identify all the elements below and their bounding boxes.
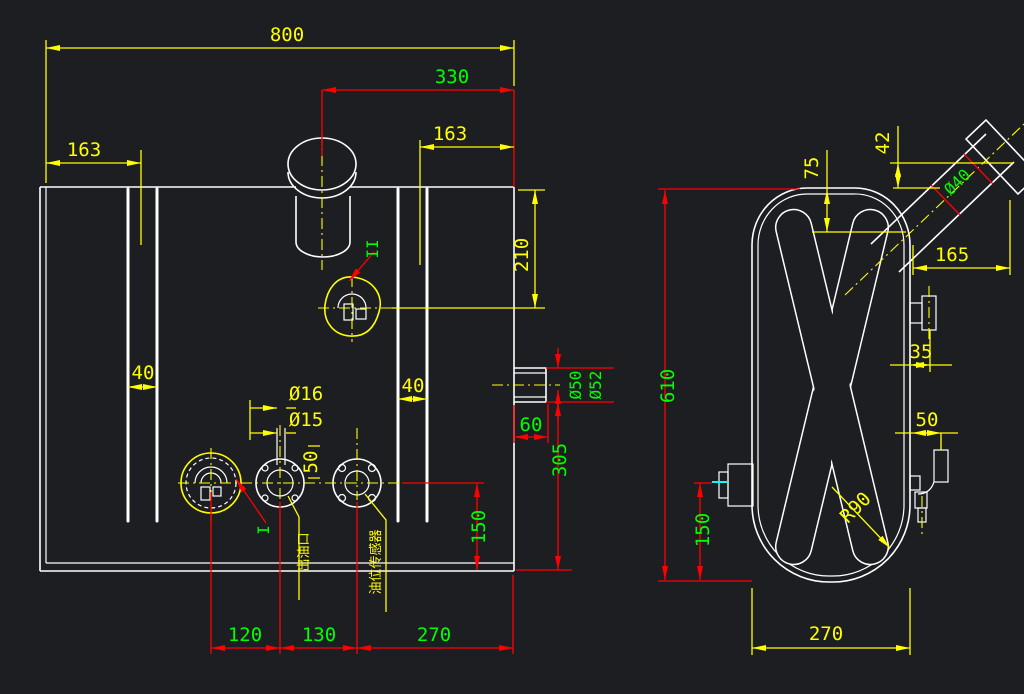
breather-valve — [318, 276, 392, 342]
dim-dia16-label: Ø16 — [289, 383, 323, 405]
dim-outlet: Ø52 Ø50 60 — [513, 348, 614, 443]
dim-rib-offset: 75 — [801, 150, 906, 233]
sender-callout: 油位传感器 — [364, 493, 387, 612]
port-flange-2 — [332, 428, 382, 508]
dim-60-label: 60 — [520, 414, 543, 436]
x-rib — [774, 208, 890, 566]
weld-mark-2: II — [348, 239, 382, 282]
tank-outline — [39, 186, 515, 572]
dim-35-label: 35 — [910, 341, 933, 363]
dim-right-strap-offset: 163 — [419, 123, 514, 265]
dim-filler-depth: 210 — [392, 189, 545, 309]
dim-75-label: 75 — [801, 157, 823, 180]
dim-150S-label: 150 — [692, 513, 714, 547]
dim-163L-label: 163 — [67, 139, 101, 161]
dim-return-offset: 50 — [895, 409, 958, 450]
dim-50-label: 50 — [300, 451, 322, 474]
dim-overall-width: 800 — [45, 24, 515, 183]
suction-port-label: 出油口 — [297, 532, 312, 571]
dim-outlet-height: 305 — [516, 390, 572, 571]
weld-1-label: I — [254, 525, 273, 535]
dim-dia40-label: Ø40 — [940, 165, 974, 199]
outlet-stub — [492, 367, 560, 403]
dim-40R-label: 40 — [402, 375, 425, 397]
dim-ports-height: 150 — [402, 482, 490, 570]
breather-fitting — [909, 286, 937, 342]
dim-610-label: 610 — [657, 369, 679, 403]
dim-165-label: 165 — [935, 244, 969, 266]
weld-mark-1: I — [235, 478, 273, 535]
dim-210-label: 210 — [511, 238, 533, 272]
dim-filler-axis: 42 — [872, 126, 1013, 189]
dim-left-strap-offset: 163 — [46, 139, 142, 245]
dim-dia52-label: Ø52 — [586, 371, 605, 400]
dim-150F-label: 150 — [468, 510, 490, 544]
drain-fitting — [712, 463, 754, 507]
dim-305-label: 305 — [549, 443, 571, 477]
dim-overall-height: 610 — [657, 188, 800, 582]
sender-label: 油位传感器 — [368, 529, 384, 594]
dim-strap-widths: 40 40 — [128, 362, 427, 402]
side-filler-pipe — [844, 118, 1024, 296]
dim-42-label: 42 — [872, 132, 894, 155]
dim-270F-label: 270 — [417, 624, 451, 646]
dim-dia15-label: Ø15 — [289, 409, 323, 431]
mounting-straps — [126, 187, 429, 523]
weld-2-label: II — [363, 239, 382, 258]
dim-filler-offset: 330 — [321, 66, 515, 187]
dim-dia50-label: Ø50 — [566, 371, 585, 400]
dim-270S-label: 270 — [809, 623, 843, 645]
dim-330-label: 330 — [435, 66, 469, 88]
dim-800-label: 800 — [270, 24, 304, 46]
front-view: 800 330 163 163 210 40 — [39, 24, 614, 654]
dim-overall-depth: 270 — [751, 588, 911, 655]
dim-130-label: 130 — [302, 624, 336, 646]
side-profile — [751, 187, 911, 583]
suction-port-callout: 出油口 — [287, 495, 312, 600]
port-flange-1 — [255, 425, 305, 508]
dim-50S-label: 50 — [916, 409, 939, 431]
dim-163R-label: 163 — [433, 123, 467, 145]
dim-port-diameters: Ø16 Ø15 50 — [249, 383, 323, 479]
dim-40L-label: 40 — [132, 362, 155, 384]
return-fitting — [909, 438, 949, 535]
dim-breather-offset: 35 — [890, 330, 952, 372]
side-view: Ø40 75 42 165 610 — [657, 118, 1024, 655]
dim-drain-height: 150 — [692, 482, 714, 580]
dim-filler-reach: 165 — [912, 200, 1011, 275]
dim-120-label: 120 — [228, 624, 262, 646]
dim-bottom-chain: 120 130 270 — [210, 492, 514, 654]
